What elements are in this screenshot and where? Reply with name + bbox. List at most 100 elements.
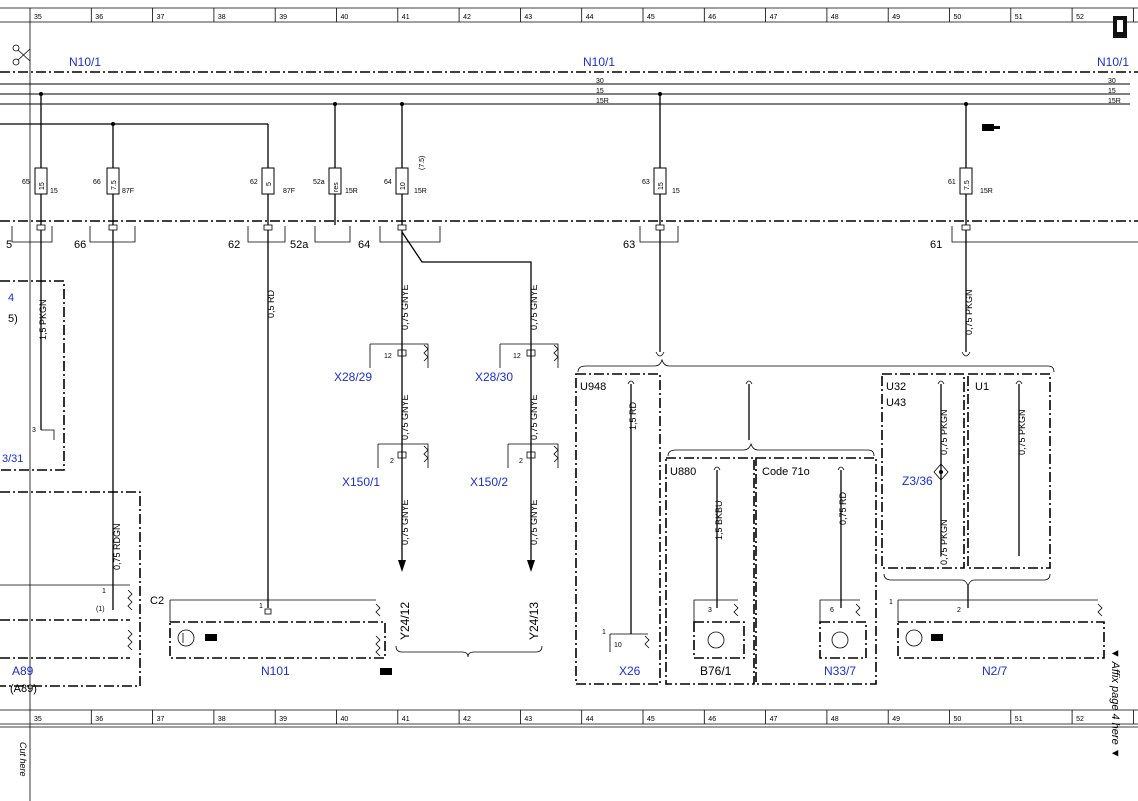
fuse-66: 66 87F 7.5: [93, 167, 134, 225]
svg-text:N101: N101: [261, 664, 290, 678]
svg-text:6: 6: [830, 607, 834, 614]
n10-label-center: N10/1: [583, 55, 615, 69]
bus-15-label: 15: [596, 88, 604, 95]
svg-text:N2/7: N2/7: [982, 664, 1008, 678]
svg-text:Z3/36: Z3/36: [902, 474, 933, 488]
svg-text:3: 3: [708, 607, 712, 614]
svg-text:64: 64: [384, 179, 392, 186]
affix-page-note: ▼ Affix page 4 here ▼: [1109, 648, 1121, 759]
svg-text:U1: U1: [975, 381, 989, 393]
grid-column-number: 48: [831, 716, 839, 723]
grid-column-number: 37: [157, 716, 165, 723]
svg-text:64: 64: [358, 239, 370, 251]
grid-column-number: 46: [708, 14, 716, 21]
svg-text:15: 15: [50, 188, 58, 195]
grid-column-number: 38: [218, 14, 226, 21]
fuse-63-branch: U948 1,5 RD 1 10 X26 U880 Code 71o 1,5 B…: [575, 230, 1055, 685]
grid-column-number: 52: [1076, 716, 1084, 723]
svg-text:66: 66: [74, 239, 86, 251]
bus-15r-label-right: 15R: [1108, 98, 1121, 105]
grid-column-number: 39: [279, 14, 287, 21]
svg-text:5): 5): [8, 313, 18, 325]
svg-text:(1): (1): [96, 606, 105, 613]
n10-label-right: N10/1: [1097, 55, 1129, 69]
n101-module: 0,5 RD C2 1 N101: [150, 230, 392, 678]
grid-column-number: 36: [95, 14, 103, 21]
svg-text:U880: U880: [670, 466, 696, 478]
svg-text:Y24/13: Y24/13: [527, 602, 541, 640]
svg-text:62: 62: [228, 239, 240, 251]
grid-column-number: 38: [218, 716, 226, 723]
svg-text:52a: 52a: [313, 179, 325, 186]
grid-column-number: 49: [892, 716, 900, 723]
svg-text:1: 1: [889, 599, 893, 606]
svg-text:A89: A89: [12, 664, 34, 678]
svg-text:5: 5: [6, 239, 12, 251]
grid-column-number: 41: [402, 716, 410, 723]
svg-text:X28/29: X28/29: [334, 370, 372, 384]
svg-text:0,75 GNYE: 0,75 GNYE: [400, 284, 410, 330]
grid-column-number: 44: [586, 14, 594, 21]
svg-text:61: 61: [948, 179, 956, 186]
svg-text:X150/1: X150/1: [342, 475, 380, 489]
svg-text:52a: 52a: [290, 239, 309, 251]
grid-column-number: 35: [34, 14, 42, 21]
svg-text:1,5 RD: 1,5 RD: [628, 401, 638, 430]
grid-column-number: 52: [1076, 14, 1084, 21]
svg-text:(A89): (A89): [10, 683, 37, 695]
svg-text:0,75 GNYE: 0,75 GNYE: [529, 394, 539, 440]
svg-text:(7.5): (7.5): [419, 156, 426, 170]
grid-column-number: 47: [770, 14, 778, 21]
bus-30-label-right: 30: [1108, 78, 1116, 85]
fuse-64: 64 15R 10 (7.5): [384, 156, 427, 225]
svg-text:65: 65: [22, 179, 30, 186]
grid-column-number: 51: [1015, 14, 1023, 21]
bus-15r-label: 15R: [596, 98, 609, 105]
fuse-62: 62 87F 5: [250, 167, 295, 225]
grid-column-number: 37: [157, 14, 165, 21]
svg-text:1: 1: [602, 629, 606, 636]
fuse-61: 61 15R 7.5: [948, 167, 993, 225]
fuse-64-branch: 0,75 GNYE 0,75 GNYE 12 X28/29 12 X28/30 …: [334, 230, 559, 658]
grid-column-number: 49: [892, 14, 900, 21]
grid-column-number: 42: [463, 14, 471, 21]
svg-text:7.5: 7.5: [111, 180, 118, 190]
bus-taps: [0, 92, 968, 170]
svg-text:2: 2: [957, 607, 961, 614]
svg-text:1,5 BKBU: 1,5 BKBU: [714, 500, 724, 540]
grid-column-number: 45: [647, 716, 655, 723]
grid-column-number: 43: [524, 716, 532, 723]
n10-label-left: N10/1: [69, 55, 101, 69]
grid-column-number: 46: [708, 716, 716, 723]
svg-text:5: 5: [266, 182, 273, 186]
svg-text:N33/7: N33/7: [824, 664, 856, 678]
grid-column-number: 50: [954, 14, 962, 21]
svg-text:63: 63: [623, 239, 635, 251]
svg-text:63: 63: [642, 179, 650, 186]
grid-column-number: 44: [586, 716, 594, 723]
grid-column-number: 35: [34, 716, 42, 723]
svg-text:0,75 GNYE: 0,75 GNYE: [400, 394, 410, 440]
svg-text:0,75 PKGN: 0,75 PKGN: [1017, 409, 1027, 455]
svg-text:C2: C2: [150, 595, 164, 607]
grid-column-number: 48: [831, 14, 839, 21]
svg-text:62: 62: [250, 179, 258, 186]
svg-text:10: 10: [400, 182, 407, 190]
svg-text:0,75 PKGN: 0,75 PKGN: [964, 289, 974, 335]
svg-text:Y24/12: Y24/12: [398, 602, 412, 640]
fuse-52a: 52a 15R res: [313, 167, 358, 225]
fuse-61-branch: 0,75 PKGN U32 U43 U1 0,75 PKGN Z3/36 0,7…: [881, 230, 1105, 678]
svg-text:X28/30: X28/30: [475, 370, 513, 384]
svg-text:1: 1: [259, 603, 263, 610]
grid-column-number: 41: [402, 14, 410, 21]
scissors-icon: [12, 44, 31, 66]
svg-text:10: 10: [614, 642, 622, 649]
grid-column-number: 42: [463, 716, 471, 723]
svg-text:0,75 PKGN: 0,75 PKGN: [939, 409, 949, 455]
grid-column-number: 45: [647, 14, 655, 21]
svg-text:0,75 GNYE: 0,75 GNYE: [529, 499, 539, 545]
grid-column-number: 36: [95, 716, 103, 723]
power-buses: 30 15 15R 30 15 15R: [0, 78, 1130, 105]
